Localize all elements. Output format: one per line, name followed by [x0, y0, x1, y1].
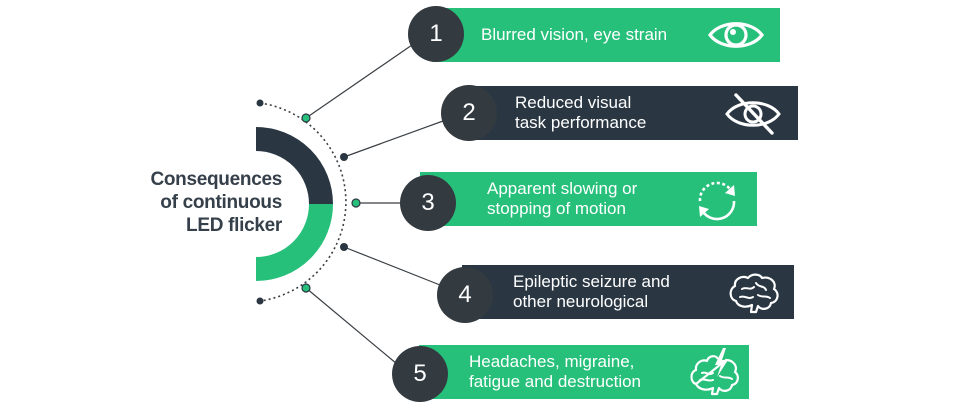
label-line: Headaches, migraine, — [469, 352, 635, 371]
brain-icon — [729, 273, 779, 314]
label-line: Reduced visual — [515, 93, 632, 112]
label-line: Epileptic seizure and — [513, 272, 670, 291]
number-badge-4: 4 — [437, 267, 493, 323]
number-badge-3: 3 — [400, 175, 456, 231]
consequence-label: Epileptic seizure and other neurological — [513, 272, 670, 312]
title-line: of continuous — [160, 192, 282, 213]
connector-dot-2 — [340, 153, 348, 161]
arc-dark-segment — [255, 127, 333, 205]
connector-line-5 — [305, 287, 398, 365]
label-line: Apparent slowing or — [487, 179, 638, 198]
consequence-label: Headaches, migraine, fatigue and destruc… — [469, 352, 641, 392]
label-line: Blurred vision, eye strain — [481, 25, 668, 44]
label-line: task performance — [515, 113, 647, 132]
brain-lightning-icon — [690, 348, 739, 396]
label-line: other neurological — [513, 292, 649, 311]
connector-dot-4 — [340, 243, 348, 251]
label-line: stopping of motion — [487, 199, 626, 218]
arc-green-segment — [255, 203, 333, 281]
arc-end-dot-bottom — [256, 297, 264, 305]
eye-slash-icon — [725, 93, 781, 135]
title-line: LED flicker — [186, 215, 282, 236]
label-line: fatigue and destruction — [469, 372, 642, 391]
connector-line-2 — [343, 120, 444, 158]
consequence-label: Reduced visual task performance — [515, 93, 646, 133]
connector-dot-5 — [301, 283, 311, 293]
eye-icon — [708, 22, 764, 48]
connector-dot-1 — [301, 113, 311, 123]
connector-line-4 — [343, 246, 441, 286]
consequence-bar-1: Blurred vision, eye strain — [432, 8, 780, 62]
connector-dot-3 — [351, 198, 361, 208]
consequence-bar-2: Reduced visual task performance — [468, 86, 798, 140]
number-badge-2: 2 — [441, 85, 497, 141]
consequence-label: Blurred vision, eye strain — [481, 25, 667, 45]
number-badge-1: 1 — [408, 6, 464, 62]
consequence-label: Apparent slowing or stopping of motion — [487, 179, 637, 219]
consequence-bar-4: Epileptic seizure and other neurological — [462, 265, 794, 319]
arc-end-dot-top — [256, 99, 264, 107]
diagram-title: Consequences of continuous LED flicker — [120, 168, 282, 237]
title-line: Consequences — [150, 169, 282, 190]
refresh-icon — [698, 181, 736, 221]
number-badge-5: 5 — [392, 346, 448, 402]
connector-line-1 — [305, 44, 413, 119]
